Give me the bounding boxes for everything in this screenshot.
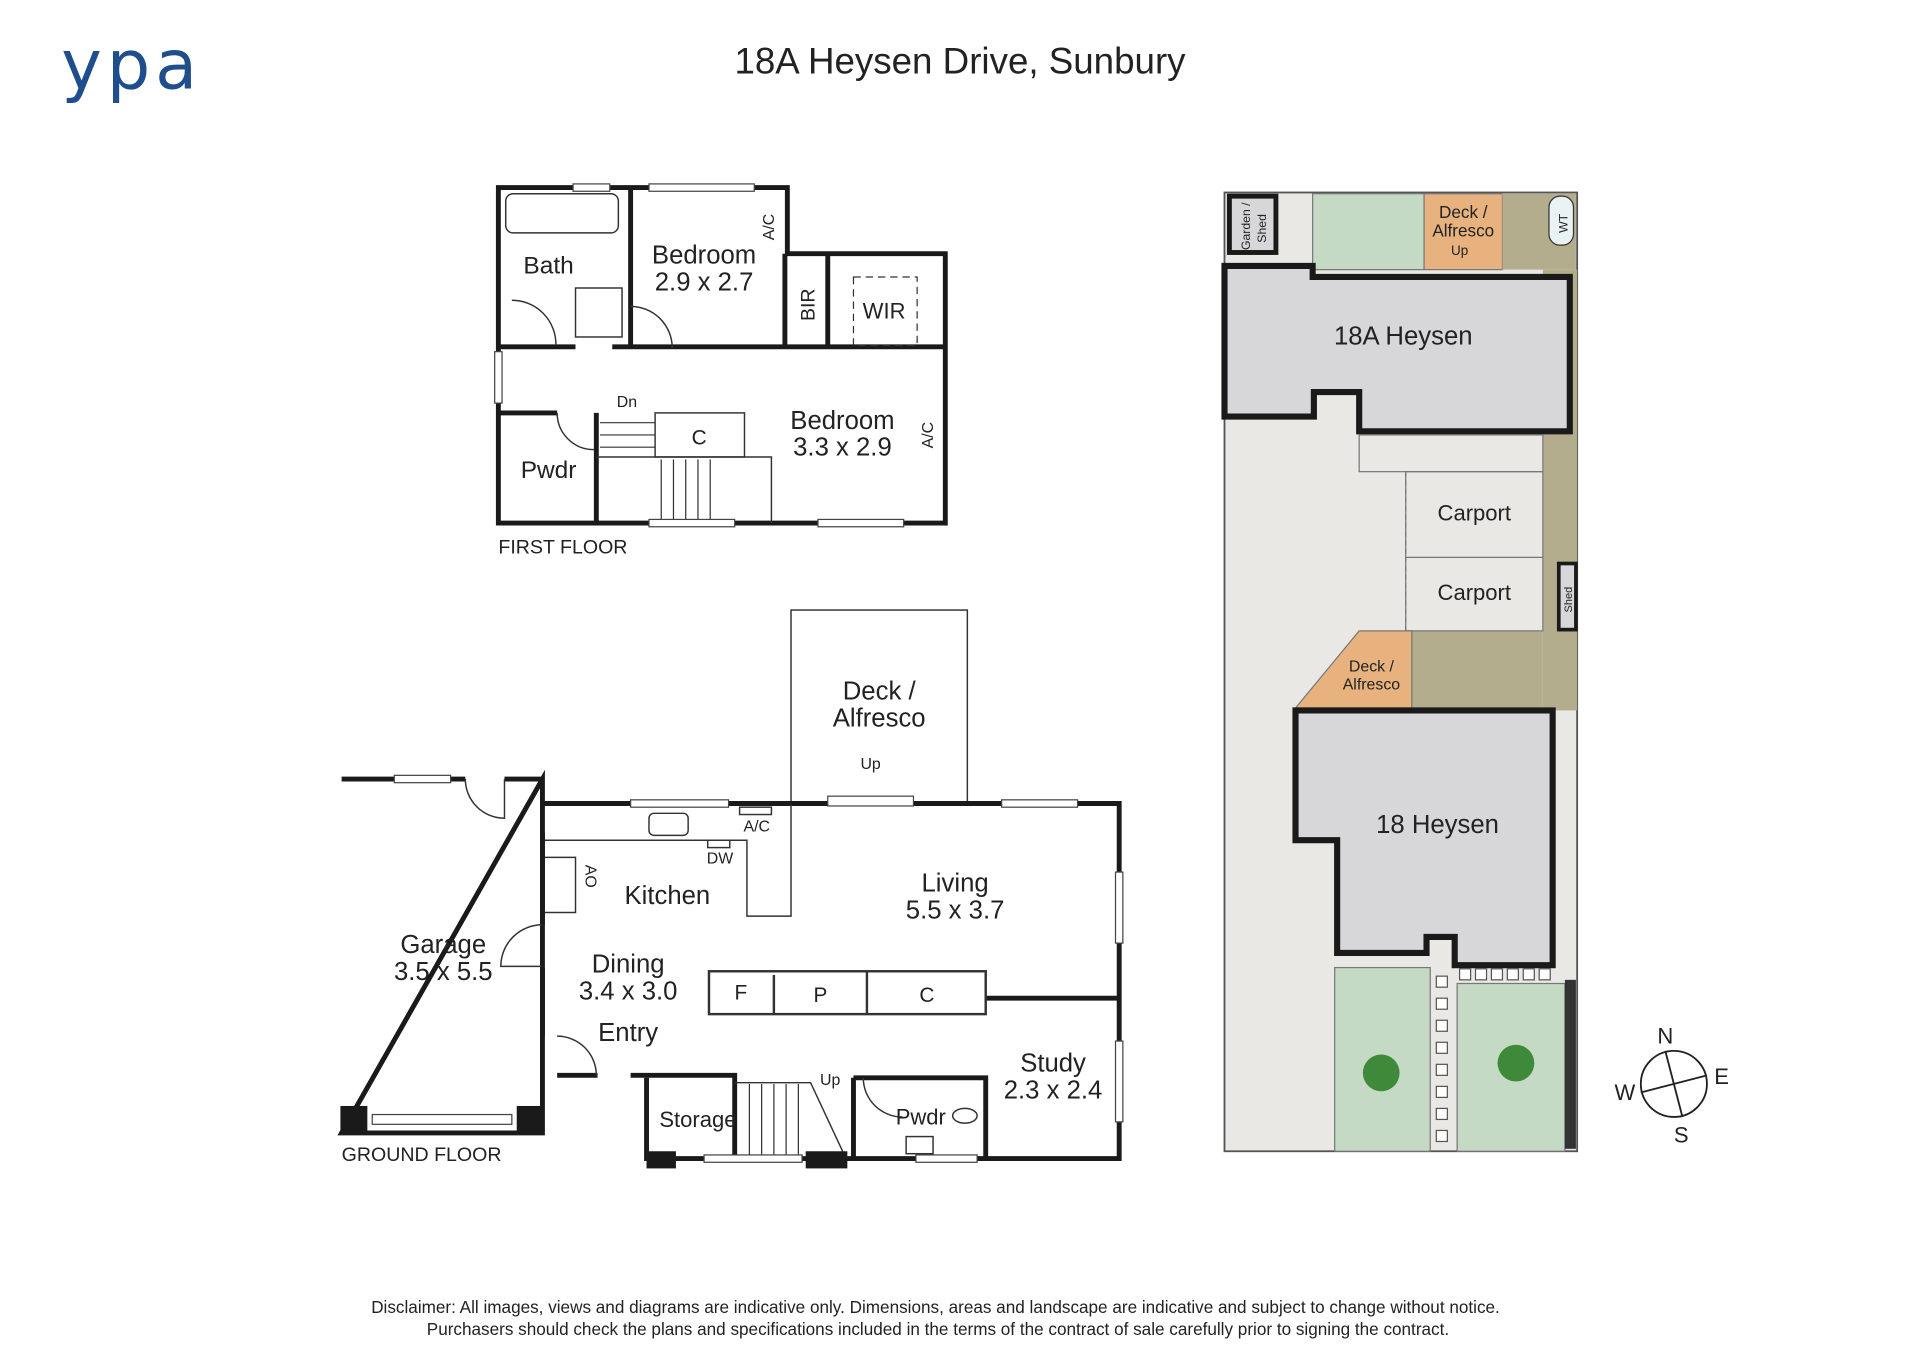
room-label: Dining [592, 950, 665, 978]
room-label: A/C [920, 422, 937, 449]
room-label: Living [922, 870, 989, 898]
compass-icon: N E S W [1614, 1024, 1728, 1148]
tree-icon [1497, 1044, 1535, 1082]
floor-label: FIRST FLOOR [498, 537, 627, 559]
room-label: BIR [797, 288, 819, 321]
site-label: 18 Heysen [1376, 811, 1499, 839]
site-label: Alfresco [1432, 221, 1494, 241]
room-label: C [692, 427, 707, 450]
site-label: Deck / [1349, 658, 1395, 675]
compass-south: S [1674, 1123, 1689, 1148]
room-label: Alfresco [833, 704, 926, 732]
room-label: A/C [743, 819, 770, 836]
tree-icon [1362, 1054, 1400, 1092]
compass-east: E [1714, 1064, 1729, 1089]
compass-north: N [1657, 1024, 1673, 1049]
room-label: C [919, 984, 934, 1007]
site-label: Alfresco [1343, 677, 1401, 694]
site-label: Deck / [1439, 202, 1488, 222]
disclaimer-line-2: Purchasers should check the plans and sp… [427, 1319, 1449, 1339]
room-dimensions: 2.9 x 2.7 [655, 268, 754, 296]
room-label: Dn [617, 394, 637, 411]
site-label: WT [1556, 213, 1570, 233]
room-label: Bedroom [652, 242, 756, 270]
room-label: Deck / [843, 677, 917, 705]
site-label: Shed [1255, 214, 1269, 243]
first-floor-plan: Bath Bedroom 2.9 x 2.7 A/C BIR WIR Dn C … [494, 183, 948, 559]
room-dimensions: 2.3 x 2.4 [1004, 1077, 1103, 1105]
room-label: Kitchen [624, 882, 710, 910]
room-dimensions: 3.4 x 3.0 [579, 977, 678, 1005]
room-label: Up [820, 1072, 840, 1089]
room-label: Pwdr [521, 457, 577, 484]
page-title: 18A Heysen Drive, Sunbury [734, 41, 1186, 82]
room-label: F [734, 981, 747, 1004]
site-label: 18A Heysen [1334, 322, 1473, 350]
room-label: Storage [659, 1107, 736, 1132]
room-label: P [813, 984, 827, 1007]
room-label: Pwdr [896, 1104, 946, 1129]
room-label: Bedroom [790, 407, 894, 435]
site-label: Carport [1438, 501, 1511, 526]
site-label: Up [1451, 243, 1468, 258]
room-label: WIR [863, 299, 906, 324]
room-label: Garage [400, 931, 486, 959]
floor-label: GROUND FLOOR [342, 1144, 502, 1166]
room-label: DW [707, 851, 734, 868]
room-label: Up [860, 756, 880, 773]
room-label: Entry [598, 1019, 658, 1047]
ypa-logo: ypa [61, 25, 202, 105]
compass-west: W [1614, 1080, 1635, 1105]
room-dimensions: 3.3 x 2.9 [793, 434, 892, 462]
room-label: Bath [523, 252, 573, 279]
room-label: Study [1020, 1050, 1086, 1078]
site-plan: Garden / Shed Deck / Alfresco Up WT 18A … [1221, 191, 1579, 1153]
room-label: AO [581, 865, 598, 888]
site-label: Shed [1563, 587, 1575, 613]
disclaimer-line-1: Disclaimer: All images, views and diagra… [371, 1297, 1500, 1317]
room-label: A/C [761, 214, 778, 241]
ground-floor-plan: Deck / Alfresco Up A/C DW AO Kitchen Liv… [337, 609, 1124, 1169]
room-dimensions: 5.5 x 3.7 [906, 897, 1005, 925]
room-dimensions: 3.5 x 5.5 [394, 958, 493, 986]
site-label: Carport [1438, 580, 1511, 605]
site-label: Garden / [1239, 202, 1253, 250]
